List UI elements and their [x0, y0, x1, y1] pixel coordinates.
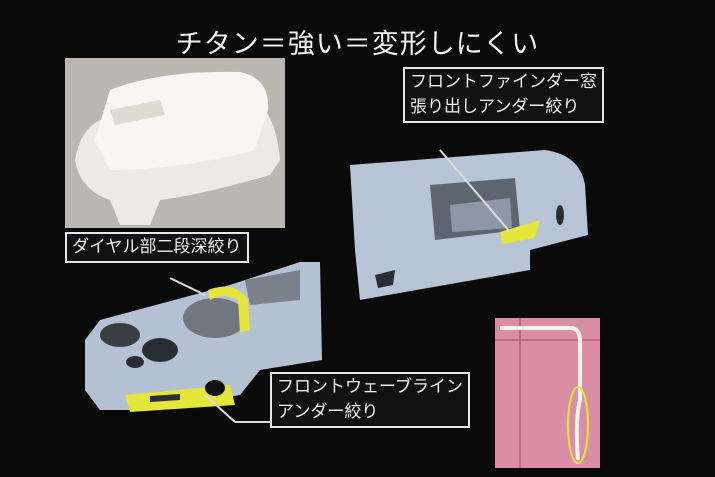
cross-section-image [495, 318, 600, 468]
wave-label-line2: アンダー絞り [277, 402, 379, 422]
dial-label-text: ダイヤル部二段深絞り [72, 237, 242, 257]
finder-window-label: フロントファインダー窓 張り出しアンダー絞り [403, 67, 604, 123]
wave-label-line1: フロントウェーブライン [277, 377, 463, 397]
top-cover-model [85, 262, 322, 423]
slide-title: チタン＝強い＝変形しにくい [175, 29, 540, 60]
titanium-part-photo [65, 58, 285, 228]
wave-line-label: フロントウェーブライン アンダー絞り [270, 372, 470, 428]
dial-label: ダイヤル部二段深絞り [65, 232, 249, 263]
finder-label-line2: 張り出しアンダー絞り [410, 97, 580, 117]
finder-label-line1: フロントファインダー窓 [410, 72, 597, 92]
front-plate-model [350, 149, 588, 300]
